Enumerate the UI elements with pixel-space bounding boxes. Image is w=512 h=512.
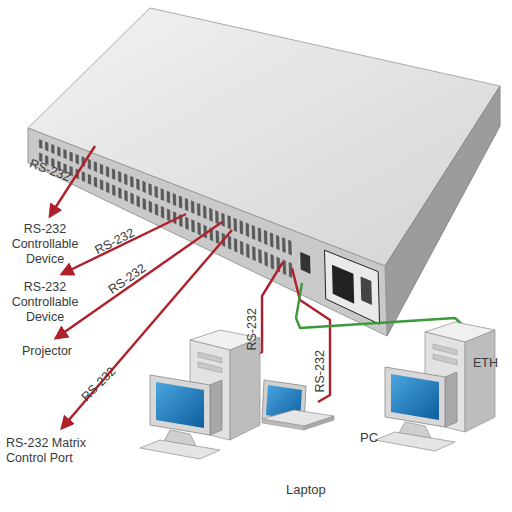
device-name: Laptop (286, 482, 326, 497)
port-connector (240, 240, 244, 256)
port-connector (215, 210, 219, 225)
port-connector (233, 217, 237, 232)
port-connector (234, 238, 238, 254)
matrix-switcher (28, 8, 500, 336)
desktop-computer (140, 330, 260, 459)
port-connector (148, 200, 152, 214)
cable-label: RS-232 (313, 350, 328, 392)
port-connector (81, 171, 85, 183)
device-label: RS-232 Controllable Device (2, 280, 88, 325)
port-connector (154, 203, 158, 217)
port-connector (167, 208, 171, 222)
port-connector (258, 248, 262, 264)
port-connector (257, 227, 261, 243)
cable-label: RS-232 (245, 308, 260, 350)
port-connector (51, 144, 55, 155)
port-connector (239, 220, 243, 236)
power-switch (361, 277, 372, 305)
port-connector (112, 168, 116, 180)
port-connector (185, 216, 189, 230)
port-connector (106, 181, 110, 193)
cable-label: RS-232 (106, 261, 149, 298)
port-connector (203, 205, 207, 220)
device-name: PC (360, 430, 378, 445)
port-connector (94, 176, 98, 188)
port-connector (178, 195, 182, 209)
port-connector (112, 184, 116, 197)
port-connector (148, 183, 152, 196)
port-connector (185, 198, 189, 212)
port-connector (282, 237, 286, 254)
port-connector (106, 166, 110, 178)
port-connector (270, 254, 274, 270)
port-connector (124, 173, 128, 186)
port-connector (87, 173, 91, 185)
device-label: RS-232 Controllable Device (2, 222, 88, 267)
port-connector (118, 171, 122, 184)
port-connector (215, 229, 219, 244)
port-connector (142, 197, 146, 210)
device-node: Laptop (286, 482, 326, 497)
port-connector (282, 259, 286, 276)
cable-label: RS-232 (27, 156, 72, 185)
port-connector (209, 207, 213, 222)
port-connector (160, 188, 164, 202)
port-connector (264, 251, 268, 267)
cable-label: ETH (473, 356, 498, 371)
device-label: Projector (22, 344, 72, 359)
port-connector (246, 243, 250, 259)
port-connector (69, 151, 73, 162)
port-connector (100, 179, 104, 191)
port-connector (45, 141, 49, 152)
port-connector (57, 146, 61, 157)
port-connector (63, 148, 67, 159)
port-connector (191, 200, 195, 214)
port-connector (227, 215, 231, 230)
port-connector (160, 205, 164, 219)
power-socket (332, 265, 354, 304)
port-connector (276, 234, 280, 250)
port-connector (270, 232, 274, 248)
port-connector (136, 195, 140, 208)
port-connector (166, 190, 170, 204)
port-connector (172, 193, 176, 207)
port-connector (288, 239, 292, 256)
device-label: RS-232 Matrix Control Port (6, 436, 116, 466)
port-connector (130, 192, 134, 205)
cable-label: RS-232 (93, 226, 138, 259)
port-connector (197, 202, 201, 217)
port-connector (142, 180, 146, 193)
ethernet-port (300, 251, 311, 274)
port-connector (136, 178, 140, 191)
port-connector (197, 221, 201, 236)
port-connector (221, 212, 225, 227)
cable-label: RS-232 (79, 364, 120, 405)
port-connector (99, 163, 103, 175)
desktop-computer (375, 322, 495, 451)
port-connector (75, 153, 79, 165)
port-connector (39, 139, 43, 150)
device-node: PC (360, 430, 378, 445)
port-connector (191, 219, 195, 234)
power-module (325, 250, 380, 324)
port-connector (93, 161, 97, 173)
port-connector (87, 158, 91, 170)
port-connector (154, 185, 158, 199)
port-connector (227, 235, 231, 250)
port-connector (124, 189, 128, 202)
port-connector (264, 229, 268, 245)
port-connector (252, 246, 256, 262)
port-connector (130, 175, 134, 188)
port-connector (245, 222, 249, 238)
port-connector (118, 187, 122, 200)
port-connector (251, 224, 255, 240)
